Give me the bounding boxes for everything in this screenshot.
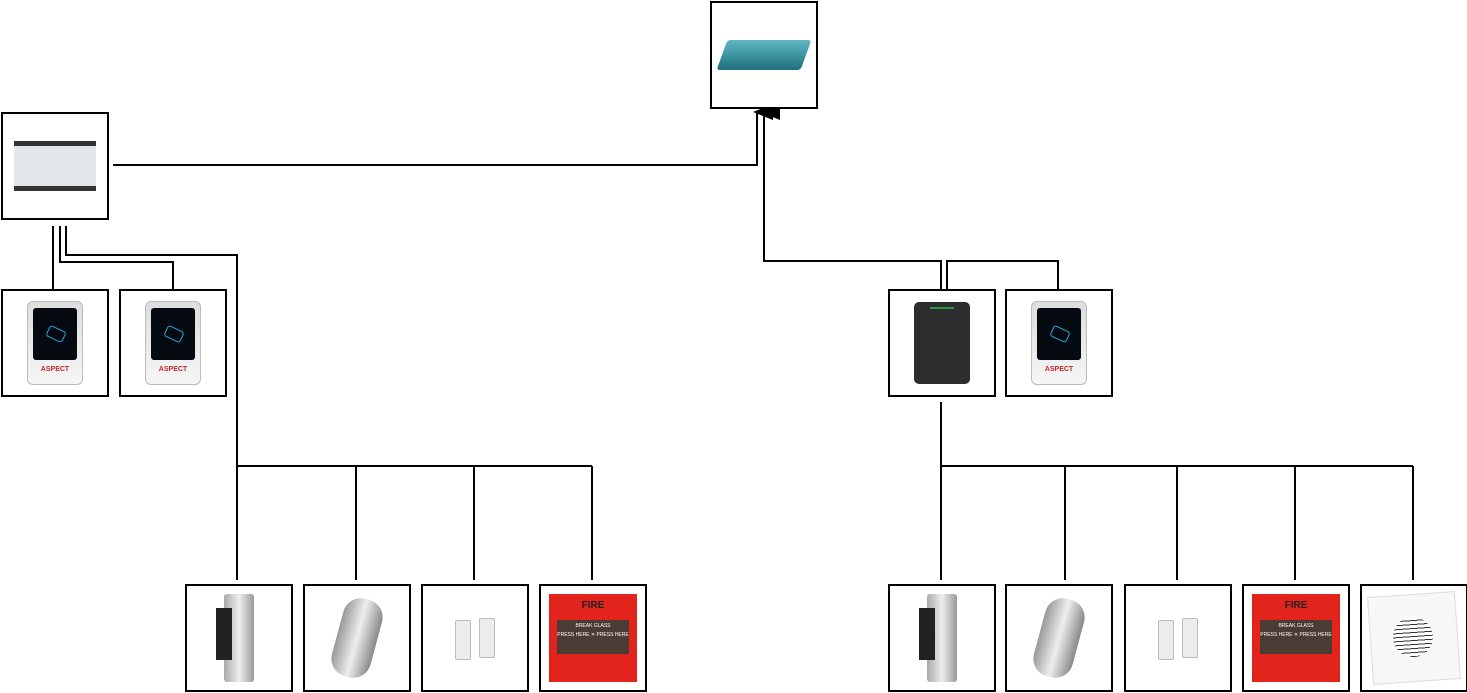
left-bus-line xyxy=(237,465,593,580)
siren-node[interactable] xyxy=(1360,584,1467,692)
electric-strike-icon xyxy=(919,594,957,682)
reader-node[interactable] xyxy=(888,289,996,397)
exit-button-icon xyxy=(327,594,387,682)
electric-strike-icon xyxy=(216,594,254,682)
dark-reader-icon xyxy=(914,302,970,384)
door-contact-icon xyxy=(1148,618,1208,660)
reader-node[interactable]: ASPECT xyxy=(1005,289,1113,397)
reader-node[interactable]: ASPECT xyxy=(1,289,109,397)
speaker-icon xyxy=(1367,591,1461,685)
reader-to-switch-line xyxy=(760,104,942,289)
switch-node[interactable] xyxy=(710,1,818,109)
network-switch-icon xyxy=(716,40,812,70)
reader-link-line xyxy=(946,260,1059,289)
reader-node[interactable]: ASPECT xyxy=(119,289,227,397)
controller-reader2-line xyxy=(59,226,174,289)
card-reader-icon: ASPECT xyxy=(1031,301,1087,385)
strike-node[interactable] xyxy=(185,584,293,692)
controller-to-switch-line xyxy=(113,104,773,166)
exit-button-node[interactable] xyxy=(303,584,411,692)
strike-node[interactable] xyxy=(888,584,996,692)
controller-icon xyxy=(14,141,96,191)
door-contact-node[interactable] xyxy=(1124,584,1232,692)
right-bus-line xyxy=(940,402,1414,580)
card-reader-icon: ASPECT xyxy=(145,301,201,385)
door-contact-icon xyxy=(445,618,505,660)
card-reader-icon: ASPECT xyxy=(27,301,83,385)
controller-bus-line xyxy=(65,226,238,580)
exit-button-node[interactable] xyxy=(1005,584,1113,692)
door-contact-node[interactable] xyxy=(421,584,529,692)
exit-button-icon xyxy=(1029,594,1089,682)
controller-node[interactable] xyxy=(1,112,109,220)
